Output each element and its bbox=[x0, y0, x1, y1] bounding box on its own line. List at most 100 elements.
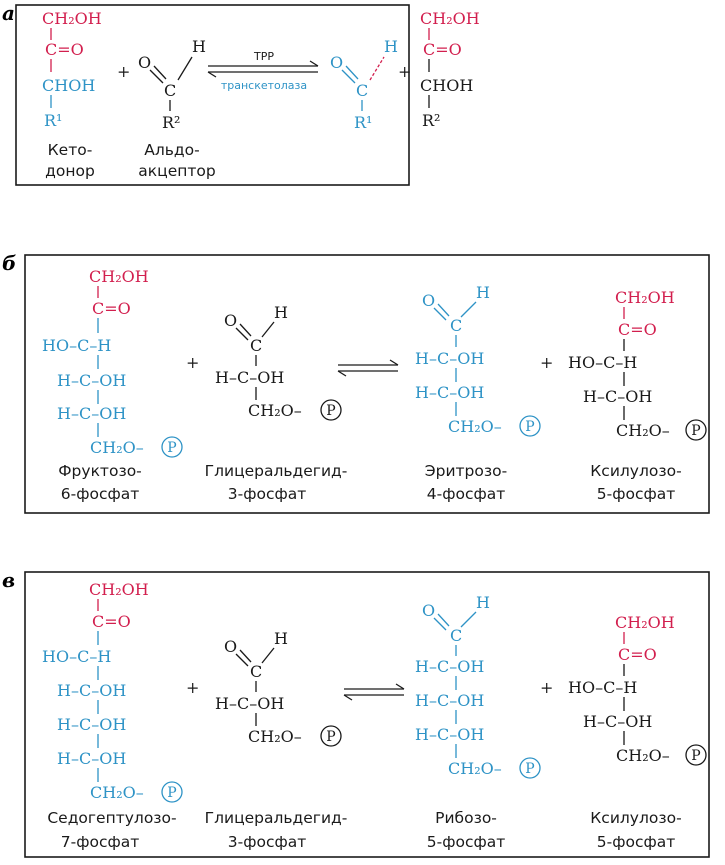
gap-h: H bbox=[274, 303, 288, 322]
e4p-o: O bbox=[422, 291, 435, 310]
gap2-h-c-oh: H–C–OH bbox=[215, 694, 284, 713]
aldo-c: C bbox=[164, 81, 176, 100]
f6p-caption-1: Фруктозо- bbox=[58, 462, 142, 480]
s7p-caption-1: Седогептулозо- bbox=[47, 809, 176, 827]
x5p2-caption-1: Ксилулозо- bbox=[590, 809, 681, 827]
arrow-enzyme: транскетолаза bbox=[221, 79, 307, 92]
panel-b-frame bbox=[24, 254, 710, 514]
e4p-h: H bbox=[476, 283, 490, 302]
gap-caption-2: 3-фосфат bbox=[228, 485, 307, 503]
x5p-ho-c-h: HO–C–H bbox=[568, 353, 637, 372]
ketodonor-ch2oh: CH₂OH bbox=[42, 9, 102, 28]
plus-sign: + bbox=[186, 678, 199, 697]
prod-h: H bbox=[384, 37, 398, 56]
phosphate-icon: P bbox=[525, 419, 534, 435]
x5p2-caption-2: 5-фосфат bbox=[597, 833, 676, 851]
equilibrium-arrow-b bbox=[337, 359, 399, 377]
plus-sign: + bbox=[540, 353, 553, 372]
x5p2-ho-c-h: HO–C–H bbox=[568, 678, 637, 697]
sedoheptulose-7-phosphate: CH₂OH C=O HO–C–H H–C–OH H–C–OH H–C–OH CH… bbox=[42, 580, 183, 851]
fructose-6-phosphate: CH₂OH C=O HO–C–H H–C–OH H–C–OH CH₂O– P Ф… bbox=[42, 267, 183, 503]
panel-c-frame bbox=[24, 571, 710, 858]
panel-a-label: а bbox=[2, 1, 15, 25]
xylulose-5-phosphate-c: CH₂OH C=O HO–C–H H–C–OH CH₂O– P Ксилулоз… bbox=[568, 613, 707, 851]
product-ketose-structure: CH₂OH C=O CHOH R² bbox=[420, 9, 480, 130]
r5p-caption-2: 5-фосфат bbox=[427, 833, 506, 851]
x5p-caption-1: Ксилулозо- bbox=[590, 462, 681, 480]
s7p-caption-2: 7-фосфат bbox=[61, 833, 140, 851]
gap2-h: H bbox=[274, 629, 288, 648]
e4p-h-c-oh-2: H–C–OH bbox=[415, 383, 484, 402]
ketodonor-r1: R¹ bbox=[44, 111, 62, 130]
ribose-5-phosphate: O H C H–C–OH H–C–OH H–C–OH CH₂O– P Рибоз… bbox=[415, 593, 541, 851]
ketodonor-co: C=O bbox=[45, 40, 84, 59]
phosphate-icon: P bbox=[691, 748, 700, 764]
equilibrium-arrow-a: TPP транскетолаза bbox=[207, 50, 319, 92]
phosphate-icon: P bbox=[326, 729, 335, 745]
r5p-ch2o: CH₂O– bbox=[448, 759, 502, 778]
ketose-r2: R² bbox=[422, 111, 440, 130]
plus-sign: + bbox=[540, 678, 553, 697]
gap-o: O bbox=[224, 311, 237, 330]
gap2-ch2o: CH₂O– bbox=[248, 727, 302, 746]
prod-r1: R¹ bbox=[354, 113, 372, 132]
phosphate-icon: P bbox=[167, 440, 176, 456]
x5p-ch2o: CH₂O– bbox=[616, 421, 670, 440]
aldo-r2: R² bbox=[162, 113, 180, 132]
prod-c: C bbox=[356, 81, 368, 100]
x5p-h-c-oh: H–C–OH bbox=[583, 387, 652, 406]
f6p-co: C=O bbox=[92, 299, 131, 318]
gap-ch2o: CH₂O– bbox=[248, 401, 302, 420]
panel-a-reaction: CH₂OH C=O CHOH R¹ Кето- донор + O H C R²… bbox=[42, 9, 411, 180]
f6p-ch2o: CH₂O– bbox=[90, 438, 144, 457]
f6p-caption-2: 6-фосфат bbox=[61, 485, 140, 503]
e4p-caption-2: 4-фосфат bbox=[427, 485, 506, 503]
glyceraldehyde-3-phosphate-b: O H C H–C–OH CH₂O– P Глицеральдегид- 3-ф… bbox=[205, 303, 348, 503]
r5p-c1: C bbox=[450, 626, 462, 645]
r5p-h-c-oh-2: H–C–OH bbox=[415, 691, 484, 710]
ketodonor-choh: CHOH bbox=[42, 76, 95, 95]
ketodonor-caption-2: донор bbox=[45, 162, 95, 180]
phosphate-icon: P bbox=[691, 423, 700, 439]
r5p-o: O bbox=[422, 601, 435, 620]
aldo-h: H bbox=[192, 37, 206, 56]
e4p-caption-1: Эритрозо- bbox=[425, 462, 507, 480]
aldoacceptor-caption-1: Альдо- bbox=[144, 141, 199, 159]
s7p-h-c-oh-2: H–C–OH bbox=[57, 715, 126, 734]
ketose-choh: CHOH bbox=[420, 76, 473, 95]
glyceraldehyde-3-phosphate-c: O H C H–C–OH CH₂O– P Глицеральдегид- 3-ф… bbox=[205, 629, 348, 851]
aldo-o: O bbox=[138, 53, 151, 72]
e4p-ch2o: CH₂O– bbox=[448, 417, 502, 436]
product-aldehyde-structure: O H C R¹ bbox=[330, 37, 398, 132]
gap2-o: O bbox=[224, 637, 237, 656]
s7p-ch2oh: CH₂OH bbox=[89, 580, 149, 599]
gap2-c1: C bbox=[250, 662, 262, 681]
gap2-caption-2: 3-фосфат bbox=[228, 833, 307, 851]
panel-b-label: б bbox=[2, 251, 16, 275]
panel-b-reaction: CH₂OH C=O HO–C–H H–C–OH H–C–OH CH₂O– P Ф… bbox=[42, 267, 707, 503]
erythrose-4-phosphate: O H C H–C–OH H–C–OH CH₂O– P Эритрозо- 4-… bbox=[415, 283, 541, 503]
s7p-ho-c-h: HO–C–H bbox=[42, 647, 111, 666]
f6p-h-c-oh-2: H–C–OH bbox=[57, 404, 126, 423]
e4p-h-c-oh-1: H–C–OH bbox=[415, 349, 484, 368]
x5p2-h-c-oh: H–C–OH bbox=[583, 712, 652, 731]
gap2-caption-1: Глицеральдегид- bbox=[205, 809, 348, 827]
ketose-co: C=O bbox=[423, 40, 462, 59]
xylulose-5-phosphate-b: CH₂OH C=O HO–C–H H–C–OH CH₂O– P Ксилулоз… bbox=[568, 288, 707, 503]
panel-c-label: в bbox=[2, 568, 15, 592]
f6p-ho-c-h: HO–C–H bbox=[42, 336, 111, 355]
plus-sign: + bbox=[398, 62, 411, 81]
ketodonor-caption-1: Кето- bbox=[48, 141, 93, 159]
x5p2-ch2oh: CH₂OH bbox=[615, 613, 675, 632]
phosphate-icon: P bbox=[167, 785, 176, 801]
r5p-h-c-oh-3: H–C–OH bbox=[415, 725, 484, 744]
s7p-co: C=O bbox=[92, 612, 131, 631]
arrow-cofactor: TPP bbox=[253, 50, 274, 63]
s7p-h-c-oh-3: H–C–OH bbox=[57, 749, 126, 768]
ketodonor-structure: CH₂OH C=O CHOH R¹ Кето- донор bbox=[42, 9, 102, 180]
r5p-h-c-oh-1: H–C–OH bbox=[415, 657, 484, 676]
f6p-ch2oh: CH₂OH bbox=[89, 267, 149, 286]
plus-sign: + bbox=[117, 62, 130, 81]
gap-h-c-oh: H–C–OH bbox=[215, 368, 284, 387]
